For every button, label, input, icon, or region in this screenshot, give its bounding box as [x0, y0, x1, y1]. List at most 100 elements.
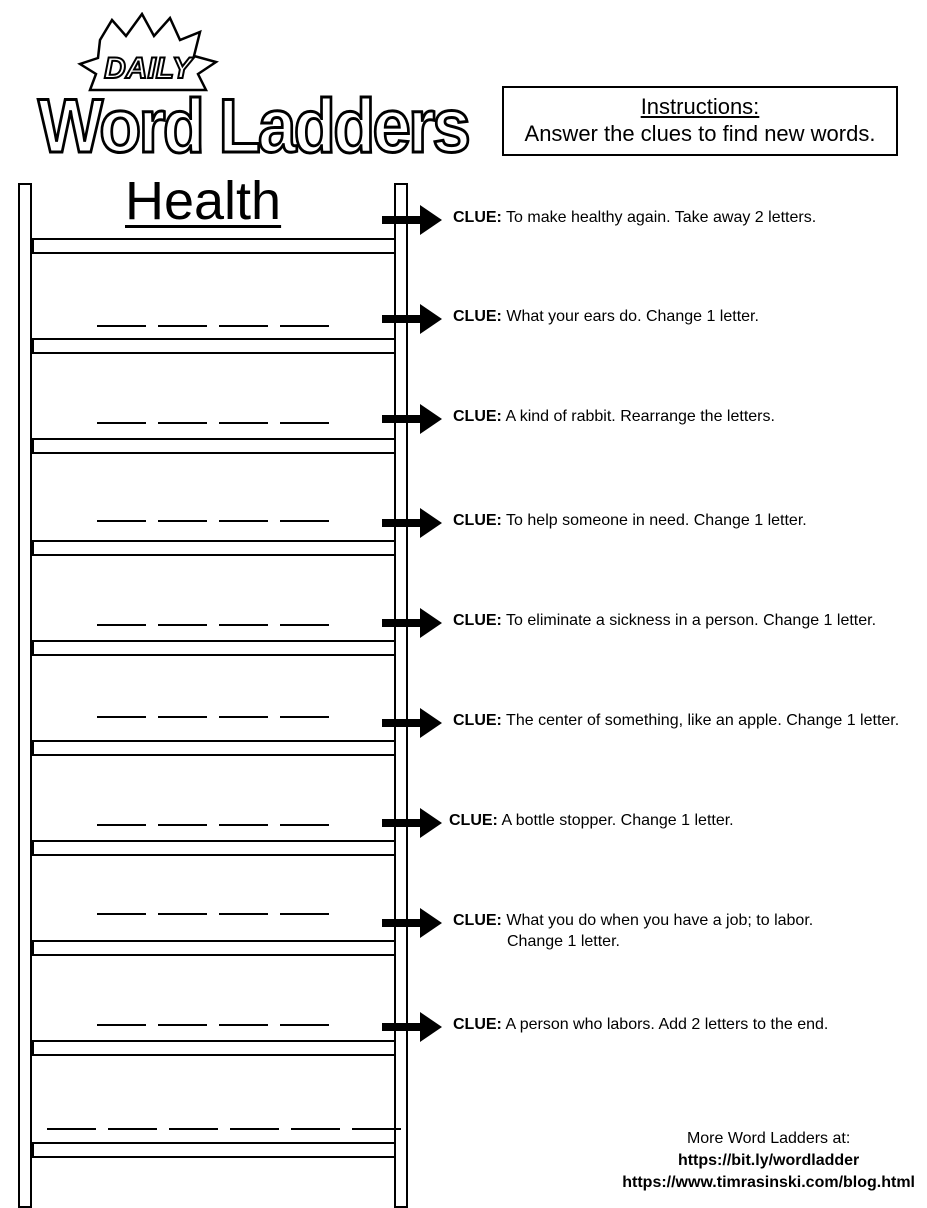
letter-blank[interactable]: [97, 624, 146, 626]
arrow-right-icon: [382, 404, 442, 434]
letter-blank[interactable]: [219, 1024, 268, 1026]
footer-more-text: More Word Ladders at:: [686, 1130, 851, 1147]
clue-body: A kind of rabbit. Rearrange the letters.: [505, 408, 775, 425]
letter-blank[interactable]: [219, 624, 268, 626]
letter-blank[interactable]: [280, 913, 329, 915]
clue-body: What you do when you have a job; to labo…: [506, 912, 814, 929]
letter-blank[interactable]: [219, 422, 268, 424]
clue-text: CLUE: A bottle stopper. Change 1 letter.: [449, 810, 734, 831]
letter-blank[interactable]: [158, 913, 207, 915]
letter-blank[interactable]: [97, 913, 146, 915]
letter-blank[interactable]: [280, 325, 329, 327]
letter-blank[interactable]: [280, 824, 329, 826]
letter-blank[interactable]: [97, 1024, 146, 1026]
letter-blank[interactable]: [219, 325, 268, 327]
letter-blank[interactable]: [97, 824, 146, 826]
footer-link-bitly[interactable]: https://bit.ly/wordladder: [677, 1152, 860, 1169]
ladder-rung: [32, 840, 396, 856]
letter-blank[interactable]: [219, 824, 268, 826]
letter-blank[interactable]: [158, 520, 207, 522]
ladder-left-rail: [18, 183, 32, 1208]
clue-body: The center of something, like an apple. …: [506, 712, 900, 729]
answer-blanks[interactable]: [97, 624, 329, 626]
letter-blank[interactable]: [352, 1128, 401, 1130]
letter-blank[interactable]: [280, 1024, 329, 1026]
letter-blank[interactable]: [47, 1128, 96, 1130]
arrow-right-icon: [382, 708, 442, 738]
footer: More Word Ladders at: https://bit.ly/wor…: [622, 1128, 915, 1194]
instructions-title: Instructions:: [640, 94, 760, 119]
letter-blank[interactable]: [158, 1024, 207, 1026]
clue-body: To make healthy again. Take away 2 lette…: [506, 209, 817, 226]
letter-blank[interactable]: [97, 520, 146, 522]
clue-text: CLUE: To make healthy again. Take away 2…: [453, 207, 816, 228]
ladder-rung: [32, 1040, 396, 1056]
clue-body: To help someone in need. Change 1 letter…: [506, 512, 807, 529]
letter-blank[interactable]: [291, 1128, 340, 1130]
answer-blanks[interactable]: [97, 422, 329, 424]
letter-blank[interactable]: [169, 1128, 218, 1130]
clue-body: What your ears do. Change 1 letter.: [506, 308, 759, 325]
arrow-right-icon: [382, 1012, 442, 1042]
letter-blank[interactable]: [158, 325, 207, 327]
clue-text: CLUE: To help someone in need. Change 1 …: [453, 510, 807, 531]
clue-body: To eliminate a sickness in a person. Cha…: [506, 612, 877, 629]
puzzle-title: Health: [125, 171, 282, 231]
clue-text: CLUE: The center of something, like an a…: [453, 710, 899, 731]
ladder-rung: [32, 940, 396, 956]
letter-blank[interactable]: [280, 716, 329, 718]
arrow-right-icon: [382, 908, 442, 938]
clue-label: CLUE:: [453, 512, 502, 529]
letter-blank[interactable]: [158, 422, 207, 424]
clue-label: CLUE:: [453, 912, 502, 929]
clue-body: A bottle stopper. Change 1 letter.: [501, 812, 734, 829]
instructions-box: Instructions: Answer the clues to find n…: [502, 86, 898, 156]
logo-daily-text: DAILY: [104, 52, 195, 85]
answer-blanks[interactable]: [97, 824, 329, 826]
letter-blank[interactable]: [280, 422, 329, 424]
clue-label: CLUE:: [453, 408, 502, 425]
answer-blanks[interactable]: [97, 1024, 329, 1026]
daily-word-ladders-logo: DAILY Word Ladders: [37, 12, 473, 162]
arrow-right-icon: [382, 608, 442, 638]
letter-blank[interactable]: [219, 716, 268, 718]
letter-blank[interactable]: [219, 520, 268, 522]
ladder-rung: [32, 438, 396, 454]
letter-blank[interactable]: [158, 716, 207, 718]
clue-label: CLUE:: [453, 308, 502, 325]
clue-continuation: Change 1 letter.: [507, 933, 620, 950]
arrow-right-icon: [382, 508, 442, 538]
ladder-rung: [32, 740, 396, 756]
letter-blank[interactable]: [230, 1128, 279, 1130]
letter-blank[interactable]: [280, 520, 329, 522]
ladder-rung: [32, 540, 396, 556]
ladder-rung: [32, 238, 396, 254]
clue-label: CLUE:: [453, 612, 502, 629]
footer-link-blog[interactable]: https://www.timrasinski.com/blog.html: [622, 1174, 915, 1191]
letter-blank[interactable]: [219, 913, 268, 915]
letter-blank[interactable]: [97, 422, 146, 424]
clue-text: CLUE: What you do when you have a job; t…: [453, 910, 813, 952]
letter-blank[interactable]: [108, 1128, 157, 1130]
answer-blanks[interactable]: [97, 325, 329, 327]
clue-label: CLUE:: [449, 812, 498, 829]
answer-blanks[interactable]: [97, 716, 329, 718]
clue-label: CLUE:: [453, 1016, 502, 1033]
clue-text: CLUE: A kind of rabbit. Rearrange the le…: [453, 406, 775, 427]
logo-word-ladders-text: Word Ladders: [38, 84, 469, 162]
letter-blank[interactable]: [280, 624, 329, 626]
arrow-right-icon: [382, 808, 442, 838]
clue-label: CLUE:: [453, 209, 502, 226]
answer-blanks[interactable]: [97, 520, 329, 522]
answer-blanks[interactable]: [47, 1128, 401, 1130]
letter-blank[interactable]: [158, 824, 207, 826]
answer-blanks[interactable]: [97, 913, 329, 915]
clue-text: CLUE: A person who labors. Add 2 letters…: [453, 1014, 828, 1035]
letter-blank[interactable]: [158, 624, 207, 626]
arrow-right-icon: [382, 205, 442, 235]
letter-blank[interactable]: [97, 325, 146, 327]
ladder-rung: [32, 338, 396, 354]
ladder-rung: [32, 640, 396, 656]
instructions-text: Answer the clues to find new words.: [524, 121, 876, 146]
letter-blank[interactable]: [97, 716, 146, 718]
